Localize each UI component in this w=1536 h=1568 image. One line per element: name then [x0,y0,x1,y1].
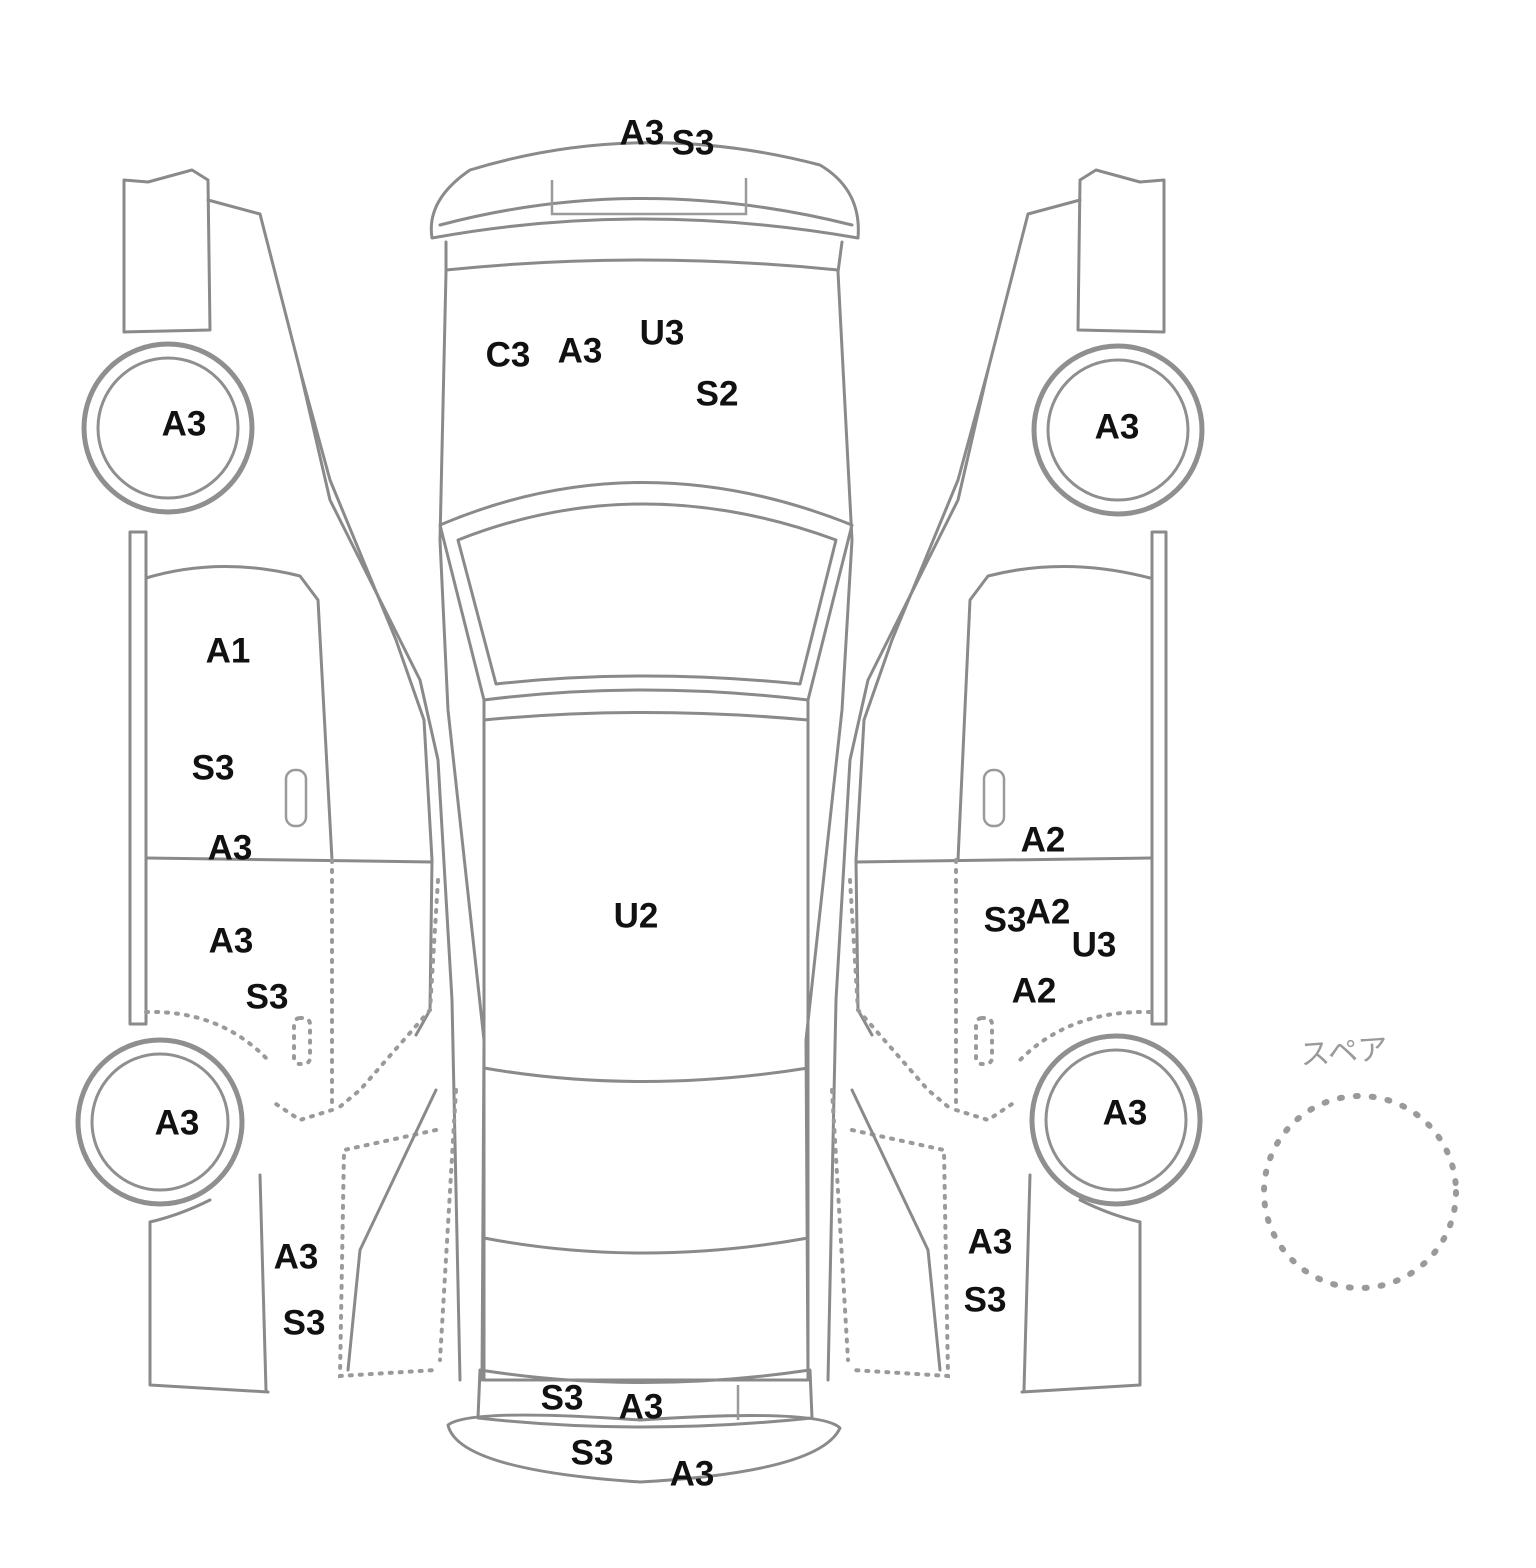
spare-tire-outline [1261,1093,1459,1291]
damage-mark-left-rear-wheel: A3 [154,1103,200,1143]
damage-mark-left-front-door-1: A1 [205,631,251,671]
damage-mark-roof-front-1: A3 [619,113,665,153]
damage-mark-roof-front-2: S3 [671,123,715,163]
spare-tire-label: スペア [1298,1031,1389,1074]
damage-mark-left-rear-door-2: S3 [245,977,289,1017]
damage-mark-hood-3: U3 [639,313,685,353]
damage-mark-roof: U2 [613,896,659,936]
damage-mark-right-rear-door-3: U3 [1071,925,1117,965]
damage-mark-right-rear-door-1: S3 [983,900,1027,940]
damage-mark-right-front-door-1: A2 [1020,820,1066,860]
damage-mark-right-rear-fender-2: S3 [963,1280,1007,1320]
damage-mark-right-rear-wheel: A3 [1102,1093,1148,1133]
car-top-view [429,141,860,1484]
damage-mark-rear-bumper-1: S3 [570,1433,614,1473]
damage-mark-left-rear-fender-2: S3 [282,1303,326,1343]
damage-mark-left-rear-fender-1: A3 [273,1237,319,1277]
damage-mark-rear-1: S3 [540,1378,584,1418]
damage-mark-right-rear-door-4: A2 [1011,971,1057,1011]
damage-mark-hood-1: C3 [485,335,531,375]
damage-mark-right-rear-door-2: A2 [1025,892,1071,932]
damage-mark-hood-4: S2 [695,374,739,414]
damage-mark-right-rear-fender-1: A3 [967,1222,1013,1262]
damage-mark-left-front-door-2: S3 [191,748,235,788]
damage-mark-left-front-door-3: A3 [207,828,253,868]
car-left-side-view [75,168,462,1394]
damage-mark-right-front-wheel: A3 [1094,407,1140,447]
car-right-side-view [826,168,1205,1394]
damage-mark-rear-2: A3 [618,1387,664,1427]
damage-mark-left-front-wheel: A3 [161,404,207,444]
damage-mark-hood-2: A3 [557,331,603,371]
damage-mark-left-rear-door-1: A3 [208,921,254,961]
damage-mark-rear-bumper-2: A3 [669,1454,715,1494]
